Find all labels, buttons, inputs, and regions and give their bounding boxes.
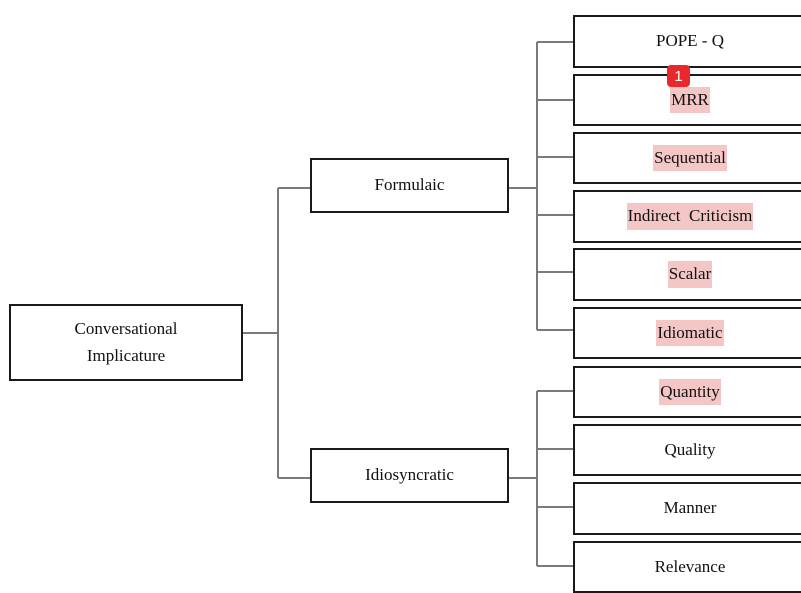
leaf-label: POPE - Q xyxy=(655,31,724,51)
leaf-node-mrr: MRR xyxy=(573,74,801,126)
branch-label: Formulaic xyxy=(374,175,445,195)
leaf-label: Indirect Criticism xyxy=(626,203,754,230)
leaf-node-idiomatic: Idiomatic xyxy=(573,307,801,359)
marker-label: 1 xyxy=(674,67,683,85)
leaf-label: MRR xyxy=(670,86,710,114)
leaf-node-scalar: Scalar xyxy=(573,248,801,301)
leaf-label: Manner xyxy=(663,498,717,518)
leaf-label: Quality xyxy=(664,439,716,459)
root-label-line1: Conversational xyxy=(74,319,178,339)
branch-node-formulaic: Formulaic xyxy=(310,158,509,213)
branch-label: Idiosyncratic xyxy=(365,465,454,485)
leaf-label: Sequential xyxy=(653,144,727,172)
annotation-marker-badge[interactable]: 1 xyxy=(667,65,690,87)
branch-node-idiosyncratic: Idiosyncratic xyxy=(310,448,509,503)
root-node: Conversational Implicature xyxy=(9,304,243,381)
leaf-node-sequential: Sequential xyxy=(573,132,801,184)
leaf-node-indirect-criticism: Indirect Criticism xyxy=(573,190,801,243)
leaf-node-manner: Manner xyxy=(573,482,801,535)
root-label-line2: Implicature xyxy=(86,345,166,365)
leaf-label: Idiomatic xyxy=(656,319,724,347)
leaf-node-quantity: Quantity xyxy=(573,366,801,418)
leaf-label: Scalar xyxy=(667,261,713,288)
leaf-node-pope-q: POPE - Q xyxy=(573,15,801,68)
leaf-node-quality: Quality xyxy=(573,424,801,476)
leaf-label: Quantity xyxy=(659,378,721,406)
leaf-node-relevance: Relevance xyxy=(573,541,801,593)
leaf-label: Relevance xyxy=(654,556,726,576)
